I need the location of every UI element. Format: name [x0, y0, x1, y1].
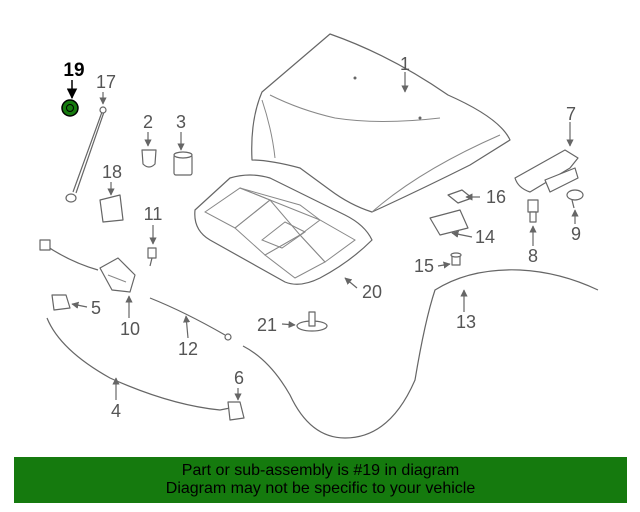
fastener	[296, 311, 328, 332]
hood-support-rod	[65, 106, 107, 203]
insulator-cylinder	[173, 151, 193, 176]
latch-grommet	[51, 294, 71, 311]
banner-line-2: Diagram may not be specific to your vehi…	[165, 480, 476, 497]
hood-bumper	[141, 149, 157, 168]
leader-lines	[66, 72, 579, 401]
hood-panel	[251, 33, 511, 213]
callout-15: 15	[414, 256, 434, 276]
callout-6: 6	[234, 368, 244, 388]
callout-8: 8	[528, 246, 538, 266]
callout-10: 10	[120, 319, 140, 339]
callout-20: 20	[362, 282, 382, 302]
callout-13: 13	[456, 312, 476, 332]
insulator-pad	[429, 209, 469, 236]
highlighted-part-19	[61, 99, 79, 117]
hood-seal-strip	[46, 317, 231, 411]
callout-labels: 1 2 3 4 5 6 7 8 9 10 11 12 13 14 15 16 1…	[63, 54, 581, 421]
callout-5: 5	[91, 298, 101, 318]
banner-line-1: Part or sub-assembly is #19 in diagram	[181, 462, 460, 479]
release-cable-long	[242, 269, 599, 439]
bolt-15	[450, 252, 462, 266]
callout-4: 4	[111, 401, 121, 421]
callout-19: 19	[63, 60, 84, 81]
release-cable-short	[149, 297, 232, 341]
rod-clip	[99, 194, 124, 223]
callout-14: 14	[475, 227, 495, 247]
seal-clip	[227, 401, 245, 421]
hood-hinge	[514, 149, 579, 193]
hood-latch	[39, 239, 136, 293]
info-banner: Part or sub-assembly is #19 in diagram D…	[14, 457, 627, 503]
callout-12: 12	[178, 339, 198, 359]
callout-21: 21	[257, 315, 277, 335]
callout-3: 3	[176, 112, 186, 132]
bolt	[147, 247, 157, 267]
callout-9: 9	[571, 224, 581, 244]
callout-16: 16	[486, 187, 506, 207]
hinge-bolt	[527, 199, 539, 223]
callout-18: 18	[102, 162, 122, 182]
callout-2: 2	[143, 112, 153, 132]
grommet	[566, 189, 584, 209]
callout-11: 11	[144, 204, 163, 224]
callout-7: 7	[566, 104, 576, 124]
callout-1: 1	[400, 54, 410, 74]
hood-inner-panel	[194, 174, 373, 285]
callout-17: 17	[96, 72, 116, 92]
